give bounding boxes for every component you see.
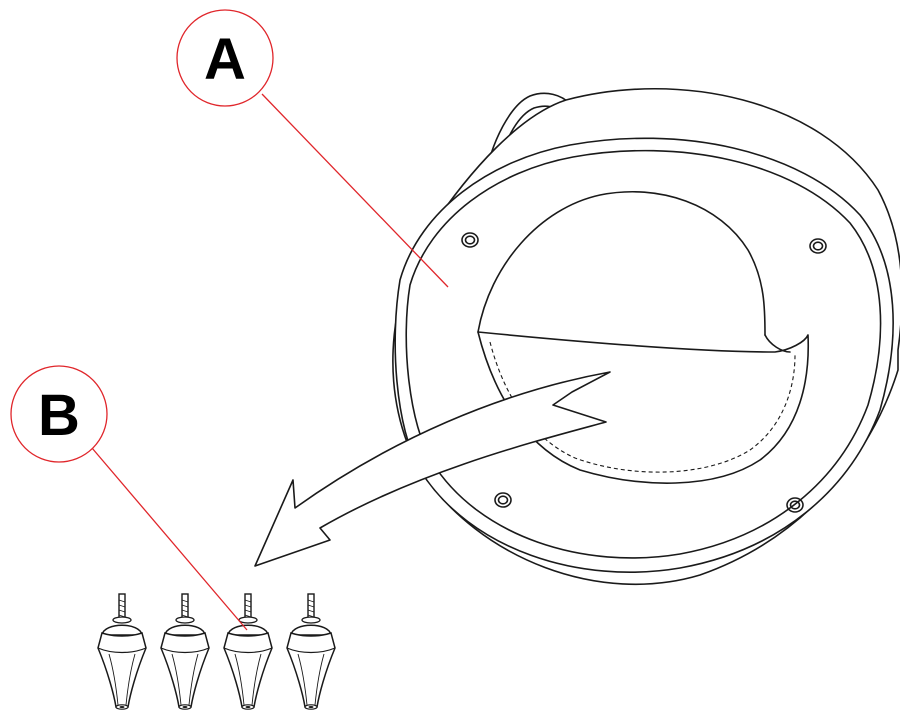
cone-foot — [286, 593, 336, 710]
callout-a: A — [176, 9, 449, 288]
callout-b-leader — [91, 447, 248, 631]
callout-b-circle — [10, 365, 108, 463]
grommet-bottom-left — [494, 492, 512, 508]
callout-a-leader — [261, 93, 449, 288]
callout-b-label: B — [38, 383, 80, 448]
callout-a-label: A — [204, 27, 246, 92]
case-bag — [254, 87, 900, 586]
direction-arrow — [254, 371, 611, 567]
feet-set — [97, 593, 336, 710]
callout-b: B — [10, 365, 248, 631]
grommet-bottom-right — [786, 497, 804, 513]
callout-a-circle — [176, 9, 274, 107]
grommet-top-left — [461, 232, 479, 248]
cone-foot — [160, 593, 210, 710]
cone-foot — [223, 593, 273, 710]
cone-foot — [97, 593, 147, 710]
grommet-top-right — [809, 238, 827, 254]
